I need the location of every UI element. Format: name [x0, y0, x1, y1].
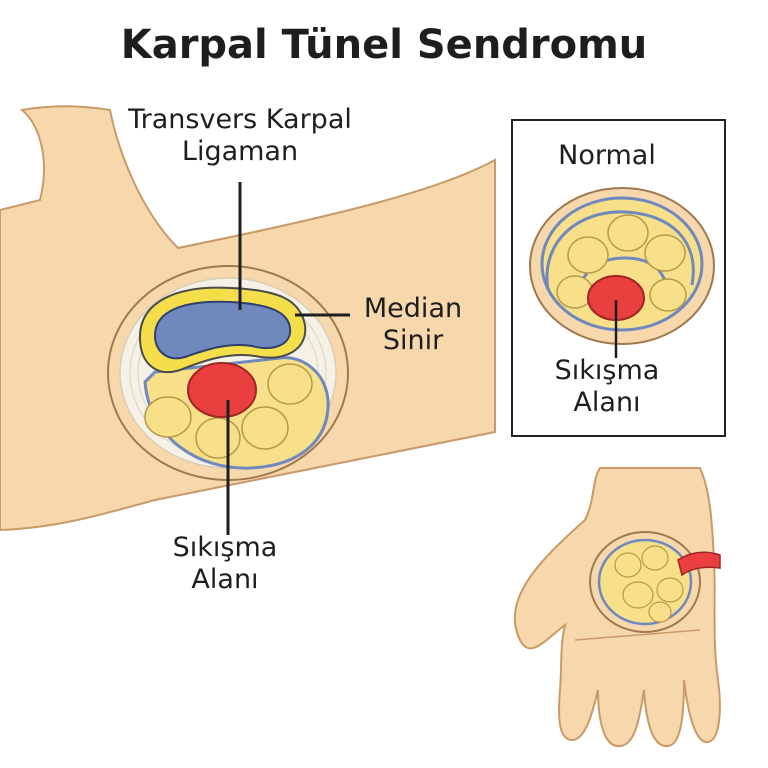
tendon [267, 363, 313, 405]
inset-tendon [556, 275, 594, 309]
hand-tendon [656, 577, 684, 603]
inset-title: Normal [558, 140, 656, 171]
hand-illustration [513, 467, 721, 748]
hand-median-nerve [677, 551, 721, 577]
hand-tendon [648, 601, 672, 623]
inset-tendon [567, 236, 609, 274]
main-cross-section [107, 265, 349, 481]
palm-crease [574, 629, 701, 641]
inset-tendon [644, 234, 686, 272]
page-title: Karpal Tünel Sendromu [120, 22, 648, 68]
inset-compression-label: Sıkışma Alanı [554, 355, 660, 418]
hand-tendon [641, 545, 669, 571]
tendon [144, 396, 192, 438]
inset-normal [511, 119, 726, 437]
tendon [195, 417, 241, 459]
inset-tendon [607, 214, 649, 252]
ligament-core [153, 300, 292, 360]
hand-tendon [622, 581, 654, 609]
inset-tendon [649, 278, 687, 312]
tendon [241, 406, 289, 450]
hand-tendon [614, 552, 642, 578]
median-nerve [187, 362, 257, 418]
median-nerve-label: Median Sinir [363, 293, 463, 356]
inset-ligament-arc [545, 210, 695, 296]
compression-area-label: Sıkışma Alanı [172, 532, 278, 595]
ligament-label: Transvers Karpal Ligaman [128, 104, 352, 167]
